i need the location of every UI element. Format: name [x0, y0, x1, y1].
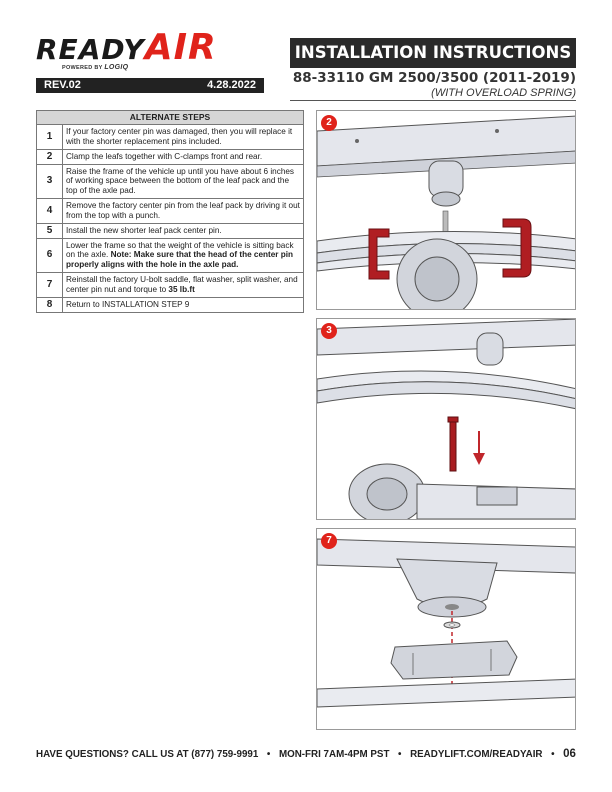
step-text: Raise the frame of the vehicle up until …	[66, 166, 295, 196]
readyair-logo: READYAIR POWERED BY LOGIQ	[36, 30, 276, 74]
table-header-row: ALTERNATE STEPS	[36, 110, 304, 125]
table-heading: ALTERNATE STEPS	[36, 110, 304, 125]
c-clamp-leaf-spring-illustration	[317, 115, 575, 309]
header-divider	[290, 100, 576, 101]
figure-step-7: 7	[316, 528, 576, 730]
step-number: 3	[36, 163, 63, 200]
step-text: If your factory center pin was damaged, …	[66, 127, 293, 146]
revision-date: 4.28.2022	[207, 79, 256, 91]
step-description: Remove the factory center pin from the l…	[62, 198, 304, 224]
footer-phone: HAVE QUESTIONS? CALL US AT (877) 759-999…	[36, 748, 259, 760]
logo-air-text: AIR	[144, 27, 217, 68]
step-text: Remove the factory center pin from the l…	[66, 201, 300, 220]
u-bolt-saddle-reinstall-illustration	[317, 538, 575, 708]
footer-separator: •	[551, 748, 555, 760]
figure-step-3: 3	[316, 318, 576, 520]
step-note: 35 lb.ft	[168, 284, 195, 294]
step-text: Install the new shorter leaf pack center…	[66, 225, 222, 235]
center-pin-removal-illustration	[317, 319, 575, 519]
step-description: If your factory center pin was damaged, …	[62, 124, 304, 150]
footer-separator: •	[266, 748, 271, 760]
step-text: Return to INSTALLATION STEP 9	[66, 299, 190, 309]
model-subtitle: (WITH OVERLOAD SPRING)	[431, 87, 576, 99]
footer-website: READYLIFT.COM/READYAIR	[410, 748, 543, 760]
step-number: 4	[36, 198, 63, 224]
page-number: 06	[563, 748, 576, 760]
page-footer: HAVE QUESTIONS? CALL US AT (877) 759-999…	[36, 747, 576, 761]
figure-step-2: 2	[316, 110, 576, 310]
step-badge: 7	[321, 533, 337, 549]
step-text: Clamp the leafs together with C-clamps f…	[66, 151, 263, 161]
step-description: Install the new shorter leaf pack center…	[62, 222, 304, 239]
step-note: Note: Make sure that the head of the cen…	[66, 250, 294, 270]
step-number: 2	[36, 148, 63, 165]
step-description: Lower the frame so that the weight of th…	[62, 237, 304, 274]
step-description: Return to INSTALLATION STEP 9	[62, 296, 304, 313]
step-description: Reinstall the factory U-bolt saddle, fla…	[62, 272, 304, 298]
step-text: Lower the frame so that the weight of th…	[66, 240, 294, 260]
step-badge: 3	[321, 323, 337, 339]
step-text: Reinstall the factory U-bolt saddle, fla…	[66, 275, 298, 294]
step-description: Raise the frame of the vehicle up until …	[62, 163, 304, 200]
logo-powered-text: POWERED BY	[62, 65, 103, 71]
step-number: 8	[36, 296, 63, 313]
logo-brand-text: LOGIQ	[104, 64, 129, 71]
logo-ready-text: READY	[36, 33, 145, 66]
revision-bar: REV.02 4.28.2022	[36, 78, 264, 93]
page-title: INSTALLATION INSTRUCTIONS	[290, 38, 576, 68]
step-number: 6	[36, 237, 63, 274]
step-number: 1	[36, 124, 63, 150]
step-description: Clamp the leafs together with C-clamps f…	[62, 148, 304, 165]
footer-separator: •	[398, 748, 402, 760]
step-number: 7	[36, 272, 63, 298]
step-badge: 2	[321, 115, 337, 131]
model-number: 88-33110 GM 2500/3500 (2011-2019)	[292, 70, 576, 86]
revision-label: REV.02	[44, 79, 81, 91]
footer-hours: MON-FRI 7AM-4PM PST	[278, 748, 390, 760]
step-number: 5	[36, 222, 63, 239]
